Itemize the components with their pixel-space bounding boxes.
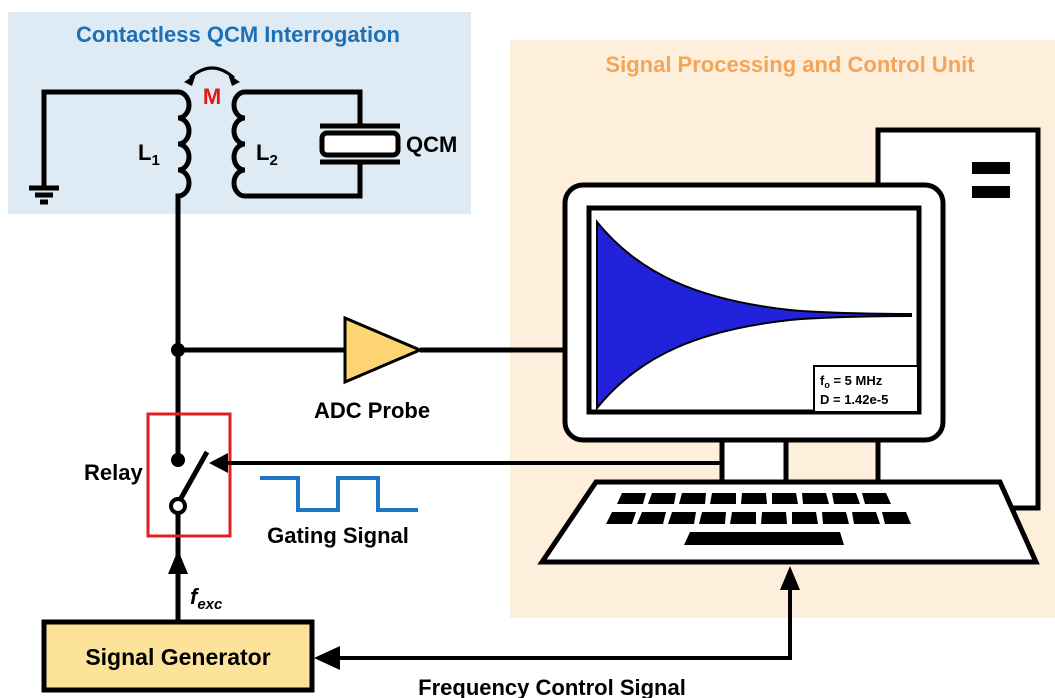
- signal-generator-box: [41, 619, 315, 693]
- qcm-crystal-icon: [319, 123, 401, 165]
- ground-icon: [29, 89, 170, 205]
- gating-waveform-icon: [260, 476, 418, 512]
- fexc-arrowhead-icon: [168, 550, 188, 574]
- adc-probe-label: ADC Probe: [314, 398, 430, 423]
- keyboard-keys-icon: [606, 493, 911, 545]
- mutual-inductance-label: M: [203, 84, 221, 109]
- relay-contact-top: [171, 453, 185, 467]
- fexc-label: fexc: [190, 584, 223, 613]
- drive-slot-bottom-icon: [972, 186, 1010, 198]
- mutual-inductance-arrow: [188, 66, 236, 80]
- drive-slot-top-icon: [972, 162, 1010, 174]
- resonance-frequency-readout: fo = 5 MHz: [820, 373, 883, 390]
- frequency-control-line: [340, 580, 792, 660]
- adc-probe-amplifier-icon: [343, 315, 424, 385]
- readout-box: [813, 365, 919, 413]
- frequency-control-arrowhead-up-icon: [780, 566, 800, 590]
- damping-readout: D = 1.42e-5: [820, 392, 888, 407]
- relay-label: Relay: [84, 460, 143, 485]
- coil-l1-icon: [170, 89, 192, 200]
- signal-generator-label: Signal Generator: [85, 644, 270, 670]
- frequency-control-arrowhead-left-icon: [314, 646, 340, 670]
- relay-box: [146, 412, 232, 538]
- monitor-stand-icon: [719, 437, 789, 485]
- frequency-control-label: Frequency Control Signal: [418, 675, 686, 698]
- arrowhead-left-icon: [184, 74, 196, 86]
- right-panel-title: Signal Processing and Control Unit: [605, 52, 975, 77]
- qcm-label: QCM: [406, 132, 457, 157]
- l2-label: L2: [256, 140, 278, 169]
- relay-contact-bottom: [169, 497, 187, 515]
- arrowhead-right-icon: [228, 74, 240, 86]
- left-panel-title: Contactless QCM Interrogation: [76, 22, 400, 47]
- junction-node: [171, 343, 185, 357]
- gating-signal-label: Gating Signal: [267, 523, 409, 548]
- l1-label: L1: [138, 140, 160, 169]
- relay-switch-lever: [177, 450, 210, 502]
- decay-waveform: [596, 219, 912, 411]
- relay-control-arrowhead-icon: [209, 453, 228, 473]
- coil-l2-icon: [231, 89, 363, 199]
